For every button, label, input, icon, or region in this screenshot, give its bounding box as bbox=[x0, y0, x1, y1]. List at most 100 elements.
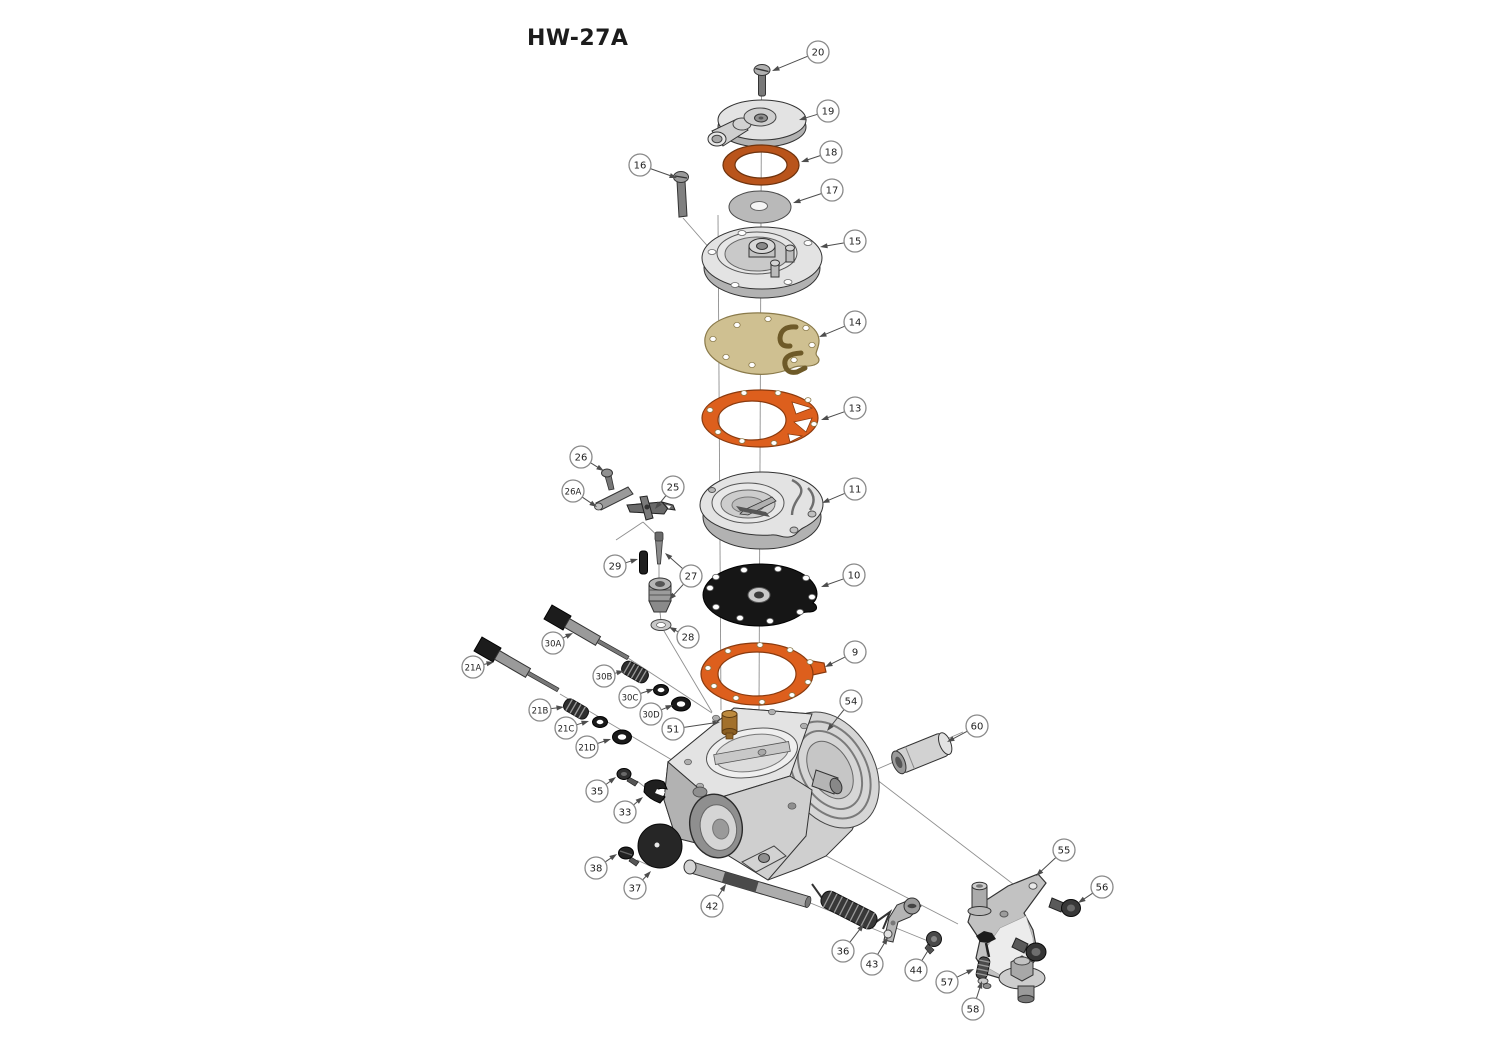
balloon-label: 19 bbox=[822, 106, 835, 117]
balloon-label: 36 bbox=[837, 946, 850, 957]
balloon-circle bbox=[1090, 875, 1114, 899]
balloon-label: 35 bbox=[591, 786, 604, 797]
balloon-circle bbox=[618, 685, 642, 709]
balloon-circle bbox=[700, 894, 724, 918]
callout-30C: 30C bbox=[618, 685, 654, 709]
callout-28: 28 bbox=[669, 625, 700, 649]
leader-arrow bbox=[925, 944, 932, 952]
part-oring-21D bbox=[612, 729, 632, 745]
leader-arrow bbox=[966, 969, 974, 975]
part-needle-21A bbox=[473, 636, 560, 693]
callout-55: 55 bbox=[1036, 838, 1076, 876]
leader-arrow bbox=[608, 777, 616, 784]
leader-arrow bbox=[820, 243, 828, 249]
part-metering-lever-25 bbox=[626, 495, 676, 521]
callout-54: 54 bbox=[827, 689, 863, 731]
balloon-circle bbox=[584, 856, 608, 880]
balloon-label: 17 bbox=[826, 185, 839, 196]
callout-21C: 21C bbox=[554, 716, 589, 740]
balloon-label: 9 bbox=[852, 647, 858, 658]
part-gasket-9 bbox=[700, 642, 827, 706]
balloon-label: 14 bbox=[849, 317, 862, 328]
callout-30B: 30B bbox=[592, 664, 624, 688]
balloon-circle bbox=[935, 970, 959, 994]
leader-arrow bbox=[1036, 869, 1044, 876]
balloon-label: 30B bbox=[596, 672, 613, 682]
balloon-label: 21D bbox=[578, 743, 596, 753]
balloon-circle bbox=[461, 655, 485, 679]
balloon-circle bbox=[639, 702, 663, 726]
callout-26A: 26A bbox=[561, 479, 597, 507]
balloon-circle bbox=[603, 554, 627, 578]
leader-arrow bbox=[669, 592, 676, 600]
callout-21B: 21B bbox=[528, 698, 564, 722]
balloon-circle bbox=[904, 958, 928, 982]
balloon-label: 56 bbox=[1096, 882, 1109, 893]
balloon-circle bbox=[628, 153, 652, 177]
balloon-label: 27 bbox=[685, 571, 698, 582]
leader-arrow bbox=[630, 558, 638, 564]
balloon-label: 28 bbox=[682, 632, 695, 643]
leader-arrow bbox=[603, 738, 611, 744]
balloon-label: 18 bbox=[825, 147, 838, 158]
part-oring-30D bbox=[671, 696, 691, 712]
balloon-circle bbox=[839, 689, 863, 713]
balloon-label: 26A bbox=[565, 487, 582, 497]
balloon-circle bbox=[816, 99, 840, 123]
balloon-label: 13 bbox=[849, 403, 862, 414]
callout-30A: 30A bbox=[541, 631, 573, 655]
callout-29: 29 bbox=[603, 554, 638, 578]
part-washer-17 bbox=[728, 190, 792, 224]
leader-arrow bbox=[825, 661, 833, 667]
leader-arrow bbox=[819, 331, 827, 337]
part-washer-58 bbox=[977, 977, 992, 989]
balloon-circle bbox=[843, 640, 867, 664]
callout-38: 38 bbox=[584, 854, 617, 880]
balloon-label: 37 bbox=[629, 883, 642, 894]
leader-arrow bbox=[772, 65, 780, 71]
part-throttle-shaft-42 bbox=[683, 859, 812, 908]
balloon-label: 11 bbox=[849, 484, 862, 495]
callout-25: 25 bbox=[655, 475, 685, 509]
part-valve-seat-27 bbox=[648, 577, 672, 613]
callout-17: 17 bbox=[793, 178, 844, 204]
part-plug-51 bbox=[721, 710, 738, 740]
callout-35: 35 bbox=[585, 777, 616, 803]
balloon-label: 57 bbox=[941, 977, 954, 988]
balloon-circle bbox=[679, 564, 703, 588]
balloon-label: 44 bbox=[910, 965, 923, 976]
part-pump-cover-19 bbox=[707, 99, 807, 148]
balloon-circle bbox=[961, 997, 985, 1021]
balloon-label: 10 bbox=[848, 570, 861, 581]
callout-14: 14 bbox=[819, 310, 867, 337]
callout-11: 11 bbox=[822, 477, 867, 503]
leader-arrow bbox=[556, 705, 564, 711]
balloon-circle bbox=[661, 717, 685, 741]
part-gasket-13 bbox=[701, 389, 819, 448]
callout-21D: 21D bbox=[575, 735, 611, 759]
callout-26: 26 bbox=[569, 445, 604, 471]
callout-37: 37 bbox=[623, 871, 651, 900]
leader-arrow bbox=[821, 415, 829, 420]
balloon-label: 16 bbox=[634, 160, 647, 171]
callout-51: 51 bbox=[661, 717, 720, 741]
part-screw-44 bbox=[924, 931, 942, 955]
callout-60: 60 bbox=[947, 714, 989, 742]
leader-arrow bbox=[977, 981, 983, 989]
callout-43: 43 bbox=[860, 937, 888, 976]
part-screw-26 bbox=[601, 468, 615, 491]
diagram-title: HW-27A bbox=[527, 26, 628, 51]
balloon-label: 38 bbox=[590, 863, 603, 874]
callout-58: 58 bbox=[961, 981, 985, 1021]
callout-15: 15 bbox=[820, 229, 867, 253]
part-washer-21C bbox=[592, 716, 608, 728]
leader-arrow bbox=[822, 497, 830, 503]
leader-arrow bbox=[799, 115, 807, 121]
leader-arrow bbox=[644, 871, 651, 879]
balloon-circle bbox=[676, 625, 700, 649]
balloon-circle bbox=[1052, 838, 1076, 862]
part-pin-29 bbox=[639, 550, 648, 575]
balloon-circle bbox=[831, 939, 855, 963]
callout-57: 57 bbox=[935, 969, 974, 994]
